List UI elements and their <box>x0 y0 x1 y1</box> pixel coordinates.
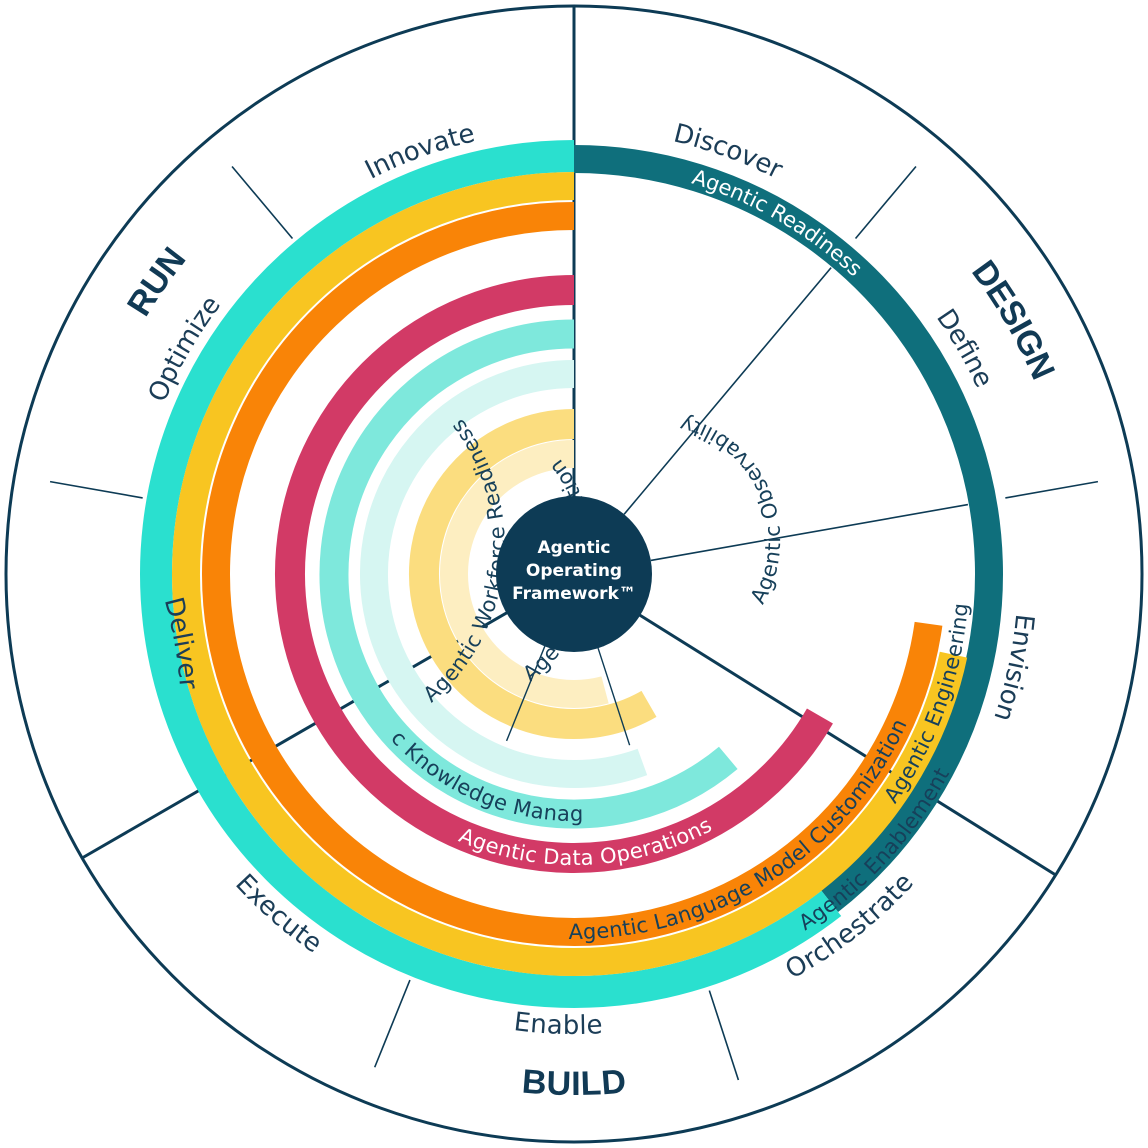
center-circle <box>496 496 652 652</box>
stage-tick-1 <box>1005 480 1099 499</box>
stage-label-enable: Enable <box>512 1007 603 1041</box>
ring-arc-4 <box>275 275 833 873</box>
ring-arc-7 <box>409 409 657 739</box>
inner-spoke-0 <box>597 647 631 746</box>
ring-arc-2 <box>172 172 968 976</box>
ring-label-readiness: Agentic Readiness <box>689 165 867 281</box>
ring-arc-5 <box>319 319 738 829</box>
ring-arc-3 <box>202 202 943 946</box>
stage-tick-2 <box>708 990 740 1081</box>
center-hub: Agentic Operating Framework™ <box>496 496 652 652</box>
capability-rings <box>140 140 1003 1008</box>
stage-spoke-0 <box>623 267 832 515</box>
center-line-3: Framework™ <box>512 584 636 604</box>
phase-label-build: BUILD <box>521 1063 628 1104</box>
inner-spoke-1 <box>505 646 546 742</box>
stage-separators <box>49 165 1099 1081</box>
ring-arc-0 <box>573 145 1003 913</box>
stage-tick-5 <box>231 165 294 239</box>
stage-tick-0 <box>854 165 917 239</box>
phase-label-run: RUN <box>120 240 193 322</box>
ring-arc-1 <box>140 140 842 1008</box>
ring-arc-6 <box>360 360 648 788</box>
center-line-1: Agentic <box>538 538 611 558</box>
stage-spoke-1 <box>650 503 969 562</box>
capability-labels: Agentic Readiness Agentic Enablement Age… <box>0 0 973 944</box>
ring-arc-8 <box>440 440 609 708</box>
center-line-2: Operating <box>526 561 622 581</box>
stage-tick-3 <box>373 979 411 1068</box>
ring-label-observability: Agentic Observability <box>677 412 785 608</box>
stage-tick-4 <box>49 480 143 499</box>
